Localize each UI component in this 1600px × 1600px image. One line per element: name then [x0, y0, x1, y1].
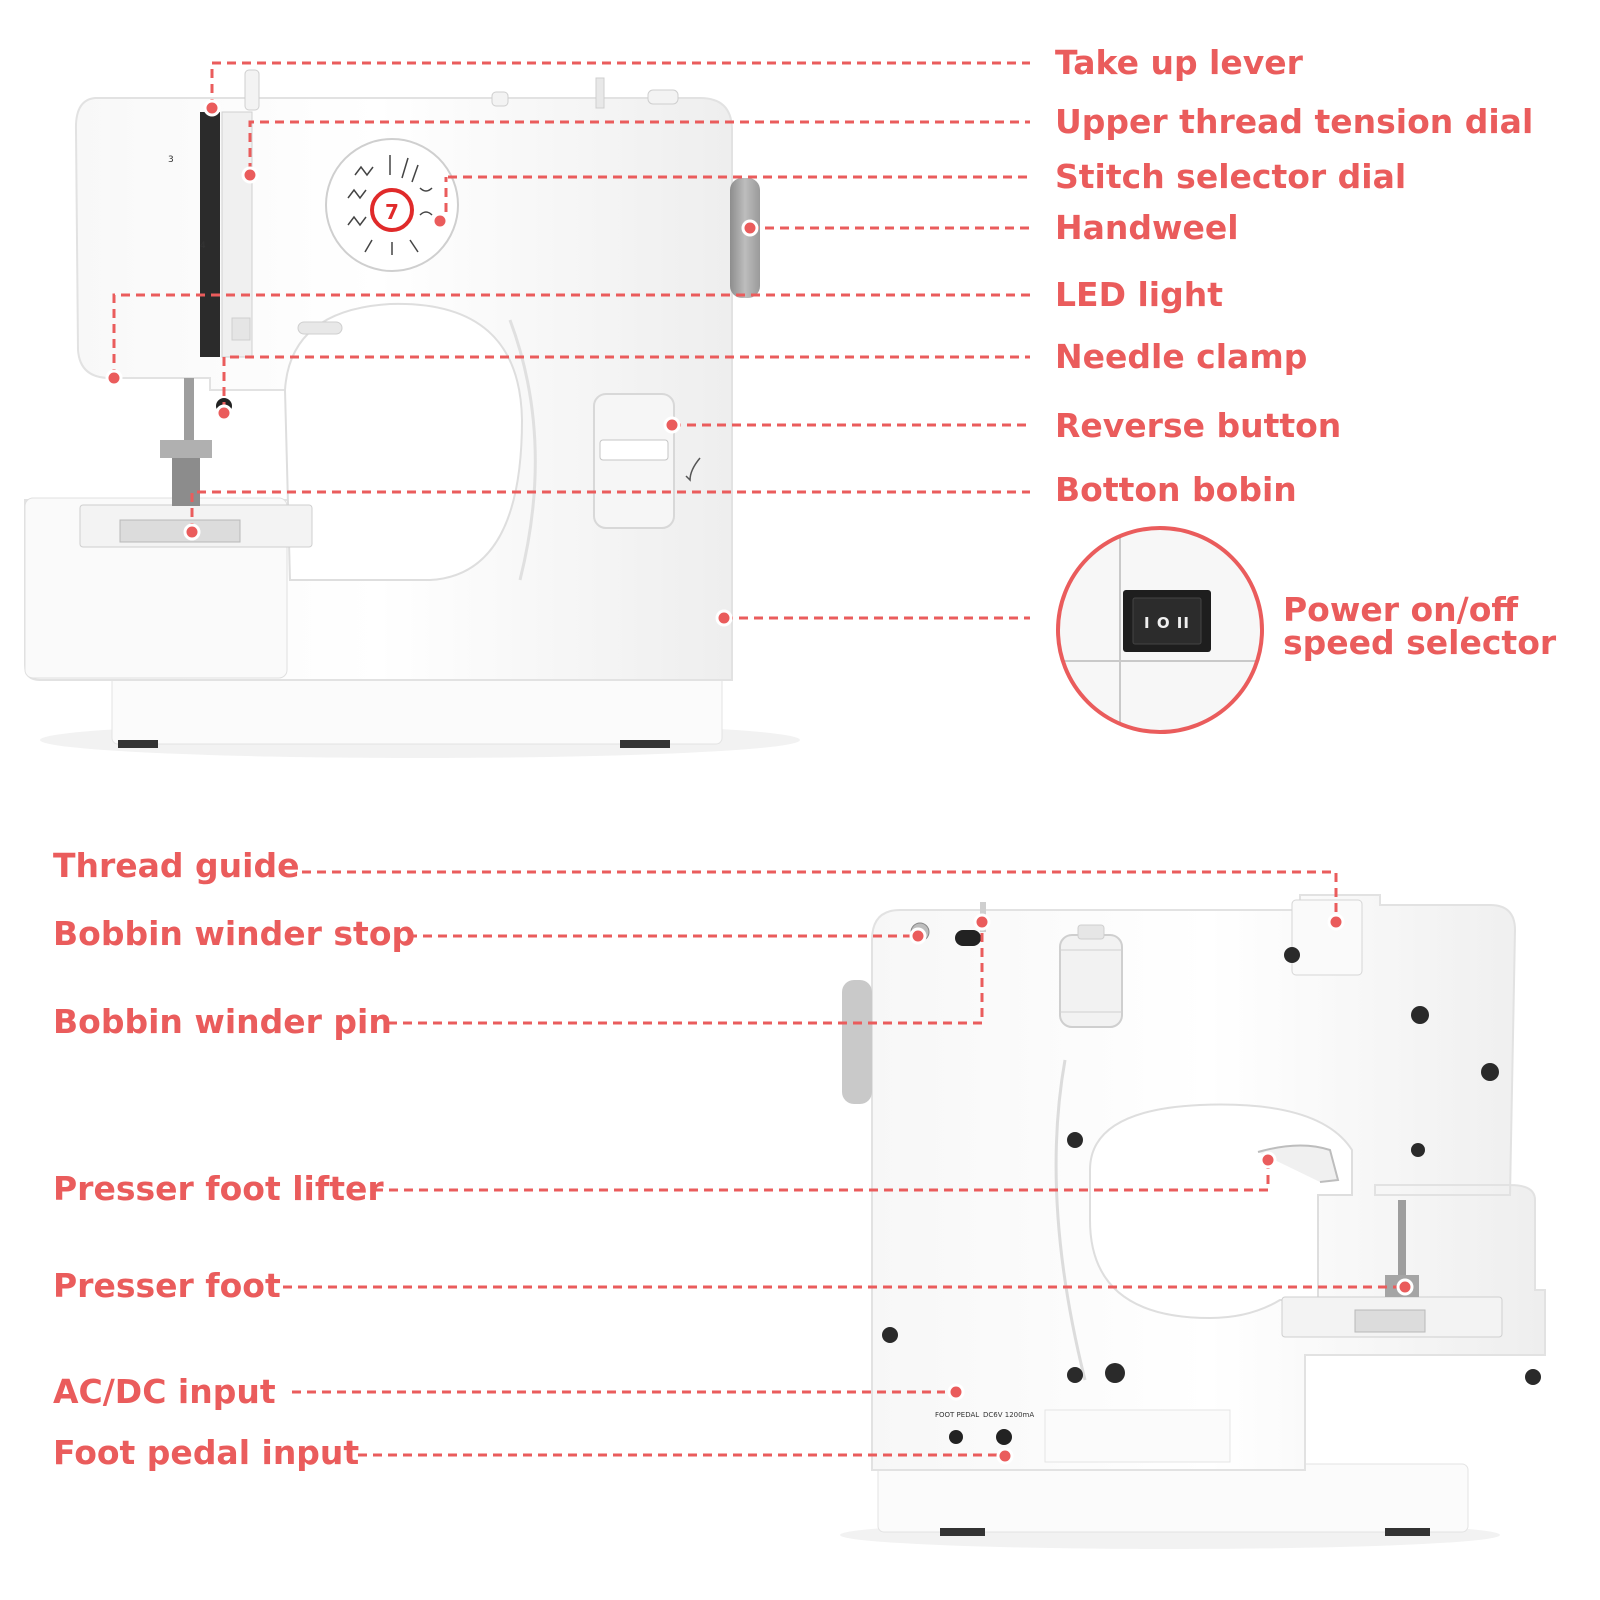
- callout-dot: [203, 99, 221, 117]
- presser-foot-front: [160, 440, 212, 458]
- callout-dot: [183, 523, 201, 541]
- label-bottom-bobbin: Botton bobin: [1055, 470, 1297, 509]
- label-needle-clamp: Needle clamp: [1055, 337, 1308, 376]
- label-handwheel: Handweel: [1055, 208, 1239, 247]
- thread-spool: [1059, 934, 1123, 1028]
- spool-cap: [1077, 924, 1105, 940]
- callout-dot: [909, 927, 927, 945]
- label-presser-foot: Presser foot: [53, 1266, 281, 1305]
- stitch-symbols: [347, 155, 433, 255]
- power-label-line2: speed selector: [1283, 623, 1557, 662]
- label-upper-thread-tension-dial: Upper thread tension dial: [1055, 102, 1534, 141]
- label-power-switch: Power on/off speed selector: [1283, 593, 1556, 659]
- power-label-line1: Power on/off: [1283, 590, 1519, 629]
- callout-dot: [1259, 1151, 1277, 1169]
- label-ac-dc-input: AC/DC input: [53, 1372, 276, 1411]
- foot-pedal-port[interactable]: [949, 1430, 963, 1444]
- callout-ring: [1056, 526, 1264, 734]
- reverse-icon: [685, 457, 701, 482]
- lever-handle: [297, 321, 343, 335]
- rear-sewing-machine: FOOT PEDAL DC6V 1200mA: [840, 894, 1546, 1549]
- port-panel: [1044, 1409, 1231, 1463]
- rear-plate-metal: [1354, 1309, 1426, 1333]
- reverse-housing: [593, 393, 675, 529]
- spool-pin-left: [244, 69, 260, 111]
- arm-curve: [508, 319, 537, 581]
- label-led-light: LED light: [1055, 275, 1223, 314]
- needle-bar: [184, 378, 194, 458]
- switch-text: I O II: [1144, 614, 1190, 632]
- label-thread-guide: Thread guide: [53, 846, 300, 885]
- rear-foot-right: [1385, 1528, 1430, 1536]
- base-foot-right: [620, 740, 670, 748]
- callout-dot: [663, 416, 681, 434]
- side-mark-upper: 3: [168, 155, 174, 165]
- rear-base: [877, 1463, 1469, 1533]
- light-lens: [231, 317, 251, 341]
- head-strip: [200, 112, 220, 357]
- side-mark-lower: 4: [200, 241, 206, 251]
- foot-pedal-port-label: FOOT PEDAL: [935, 1411, 979, 1419]
- spool-pin-mid: [491, 91, 509, 107]
- callout-dot: [996, 1447, 1014, 1465]
- callout-dot: [715, 609, 733, 627]
- bobbin-winder-slot: [955, 930, 981, 946]
- screw-holes: [882, 947, 1541, 1385]
- dial-number: 7: [385, 200, 399, 224]
- dc-port-label: DC6V 1200mA: [983, 1411, 1034, 1419]
- handwheel[interactable]: [730, 178, 760, 298]
- spool-pin-right: [647, 89, 679, 105]
- callout-dot: [1396, 1278, 1414, 1296]
- power-switch-rocker: [1132, 597, 1202, 645]
- callout-dot: [973, 913, 991, 931]
- label-take-up-lever: Take up lever: [1055, 43, 1303, 82]
- label-foot-pedal-input: Foot pedal input: [53, 1433, 360, 1472]
- base-foot-left: [118, 740, 158, 748]
- rear-handwheel: [842, 980, 872, 1104]
- stitch-dial-center: [370, 188, 414, 232]
- callout-dot: [431, 212, 449, 230]
- power-switch-callout: I O II: [1056, 526, 1264, 734]
- callout-dot: [105, 369, 123, 387]
- spool-pin-mast: [595, 77, 605, 109]
- callout-dot: [1327, 913, 1345, 931]
- dc-port[interactable]: [996, 1429, 1012, 1445]
- presser-bar-front: [172, 458, 200, 506]
- callout-dot: [215, 404, 233, 422]
- presser-lifter-part: [1257, 1144, 1340, 1183]
- plate-metal: [119, 519, 241, 543]
- callout-lines: [112, 61, 1402, 1457]
- rear-foot-left: [940, 1528, 985, 1536]
- label-bobbin-winder-stop: Bobbin winder stop: [53, 914, 416, 953]
- label-bobbin-winder-pin: Bobbin winder pin: [53, 1002, 392, 1041]
- label-presser-foot-lifter: Presser foot lifter: [53, 1169, 384, 1208]
- thread-guide-block: [1291, 899, 1363, 976]
- head-strip-light: [221, 111, 253, 358]
- rear-needle-bar: [1398, 1200, 1406, 1290]
- machine-base: [111, 671, 723, 745]
- callout-dot: [741, 219, 759, 237]
- callout-dots: [105, 99, 1414, 1465]
- label-stitch-selector-dial: Stitch selector dial: [1055, 157, 1407, 196]
- reverse-button[interactable]: [599, 439, 669, 461]
- callout-dot: [947, 1383, 965, 1401]
- front-sewing-machine: 3 4 7: [24, 69, 800, 758]
- label-reverse-button: Reverse button: [1055, 406, 1342, 445]
- rear-arm-curve: [1054, 1059, 1087, 1381]
- callout-dot: [241, 166, 259, 184]
- arm-opening: [283, 302, 524, 581]
